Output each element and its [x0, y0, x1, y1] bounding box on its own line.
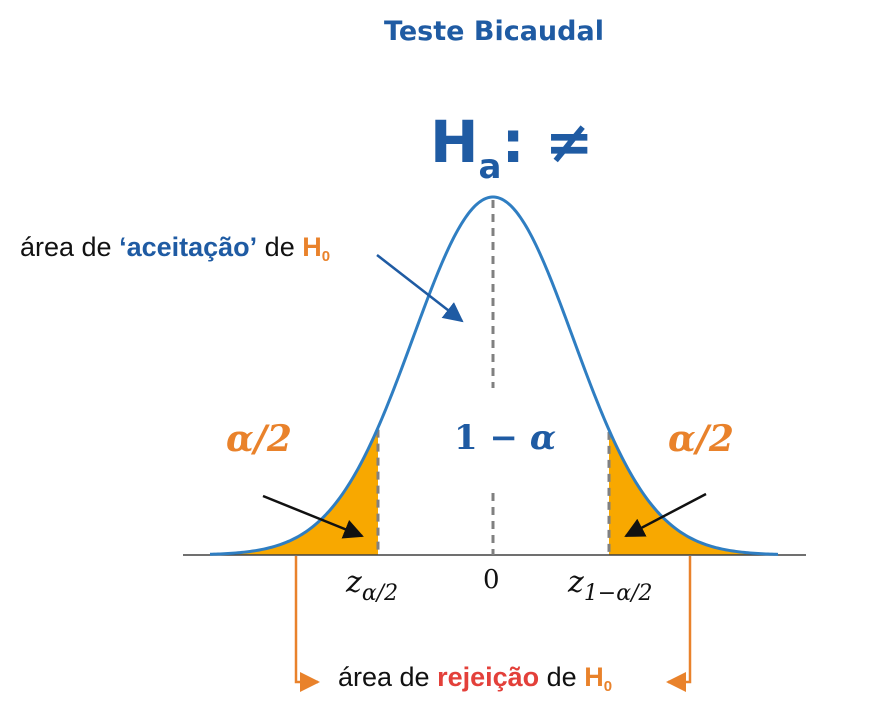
- rejection-label-mid: de: [539, 662, 585, 692]
- left-alpha-half-label: α/2: [226, 418, 292, 460]
- left-tail-arrow: [262, 494, 364, 539]
- confidence-prefix: 1 −: [454, 418, 530, 458]
- left-rejection-bracket: [294, 556, 320, 692]
- acceptance-null-hypothesis: H0: [302, 232, 331, 265]
- rejection-keyword: rejeição: [437, 662, 540, 692]
- right-alpha-half-label: α/2: [668, 418, 734, 460]
- left-rejection-tail: [210, 427, 378, 555]
- center-tick-label: 0: [483, 565, 500, 595]
- acceptance-label-mid: de: [257, 232, 303, 262]
- bell-curve: [209, 195, 779, 556]
- confidence-area-label: 1 − α: [454, 418, 556, 458]
- rejection-label-prefix: área de: [338, 662, 438, 692]
- left-critical-value-label: zα/2: [346, 565, 398, 606]
- acceptance-label-prefix: área de: [20, 232, 120, 262]
- right-z: z: [568, 565, 584, 600]
- alternative-hypothesis: Ha: ≠: [430, 108, 593, 187]
- hypothesis-subscript: a: [478, 147, 502, 187]
- hypothesis-operator: : ≠: [501, 108, 594, 176]
- left-z-subscript: α/2: [361, 581, 399, 606]
- confidence-alpha: α: [529, 418, 556, 458]
- right-tail-arrow: [624, 492, 707, 538]
- rejection-h-subscript: 0: [603, 678, 613, 695]
- acceptance-h-subscript: 0: [321, 248, 331, 265]
- acceptance-area-label: área de ‘aceitação’ de H0: [20, 232, 330, 265]
- rejection-h-letter: H: [584, 662, 604, 692]
- acceptance-arrow: [376, 254, 464, 323]
- hypothesis-letter: H: [430, 108, 479, 176]
- diagram-title: Teste Bicaudal: [384, 16, 604, 47]
- right-critical-value-label: z1−α/2: [568, 565, 653, 606]
- right-rejection-bracket: [666, 556, 692, 692]
- rejection-null-hypothesis: H0: [584, 662, 613, 695]
- acceptance-keyword: ‘aceitação’: [119, 232, 258, 262]
- acceptance-h-letter: H: [302, 232, 322, 262]
- left-z: z: [346, 565, 362, 600]
- rejection-area-label: área de rejeição de H0: [338, 662, 612, 695]
- right-z-subscript: 1−α/2: [583, 581, 653, 606]
